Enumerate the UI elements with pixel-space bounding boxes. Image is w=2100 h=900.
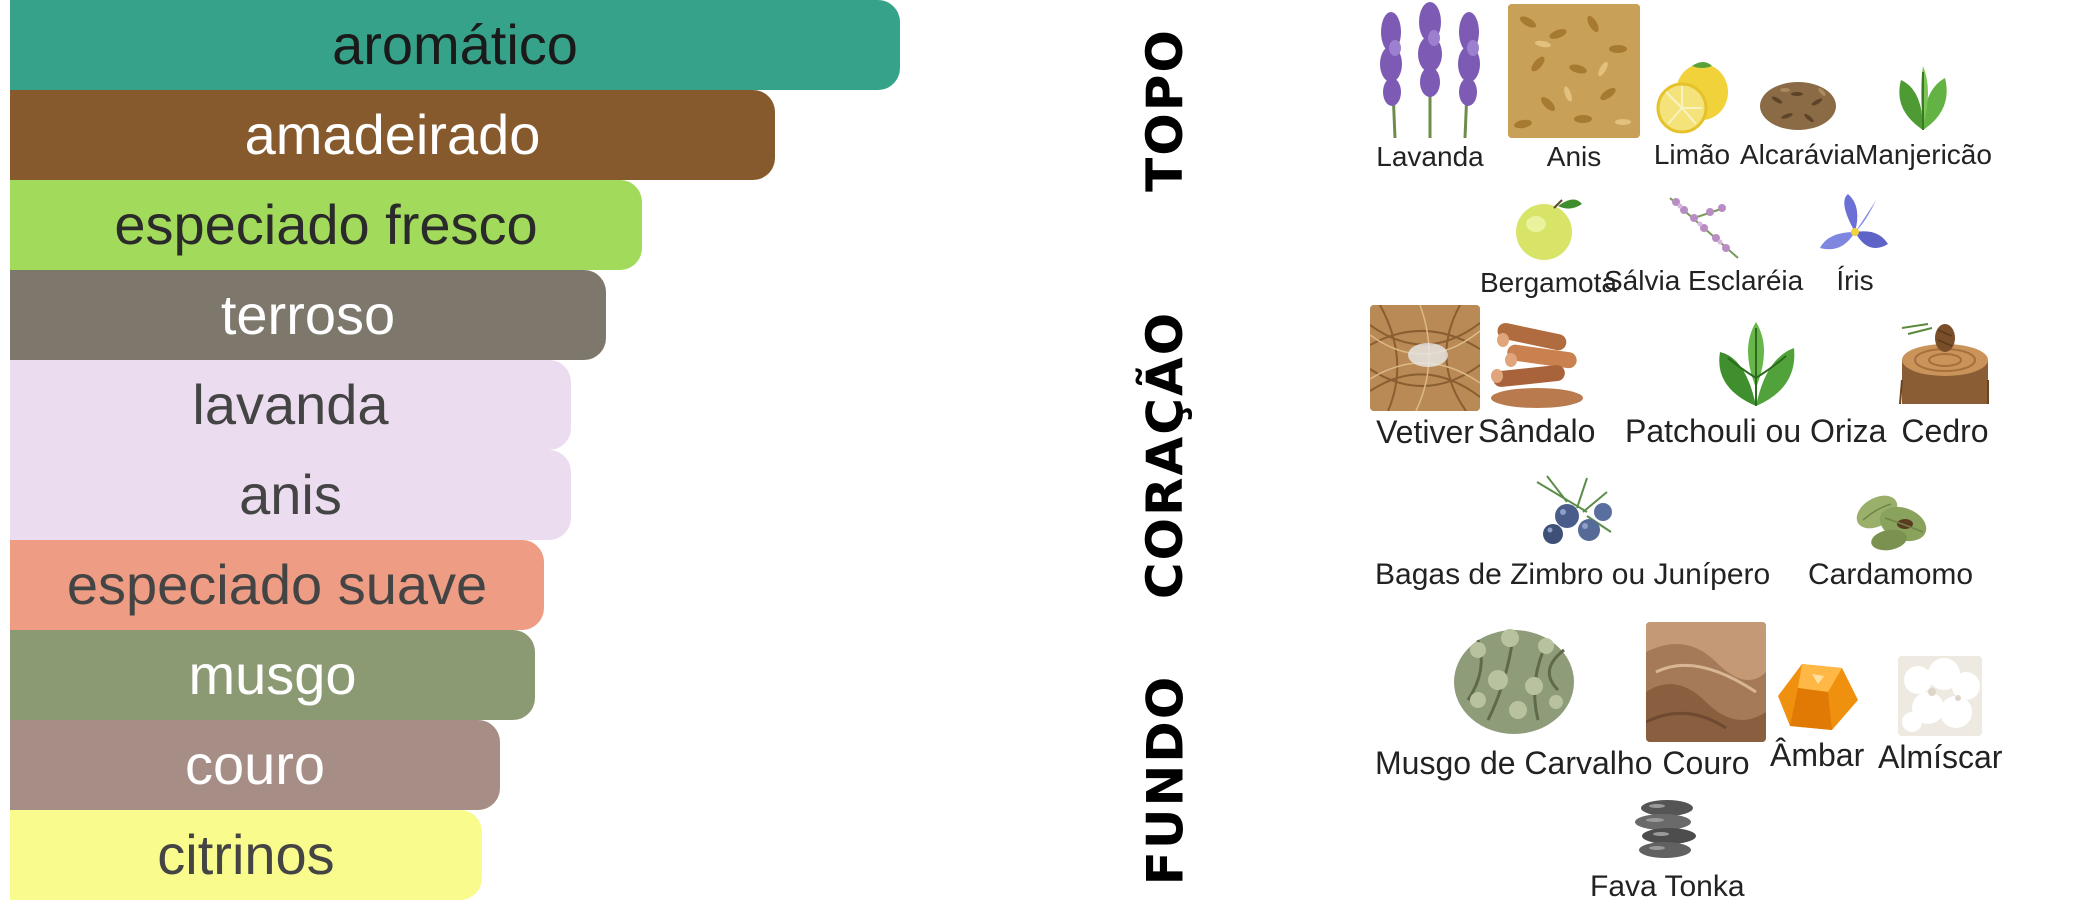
vetiver-icon xyxy=(1370,305,1480,411)
note-label: Manjericão xyxy=(1855,139,1992,170)
note-cardamomo[interactable]: Cardamomo xyxy=(1808,484,1973,591)
note-label: Bagas de Zimbro ou Junípero xyxy=(1375,558,1771,591)
note-ambar[interactable]: Âmbar xyxy=(1770,656,1864,773)
note-label: Anis xyxy=(1546,141,1602,172)
accords-chart: aromático amadeirado especiado fresco terro… xyxy=(10,0,910,900)
note-anis[interactable]: Anis xyxy=(1508,4,1640,173)
section-label-top-text: TOPO xyxy=(1136,28,1195,192)
accord-bar: citrinos xyxy=(10,810,482,900)
note-fava-tonka[interactable]: Fava Tonka xyxy=(1590,794,1745,900)
accord-label: citrinos xyxy=(157,823,335,886)
accord-label: terroso xyxy=(220,283,396,346)
section-label-heart: CORAÇÃO xyxy=(1120,305,1210,605)
patchouli-icon xyxy=(1710,318,1802,410)
amber-icon xyxy=(1772,656,1862,734)
note-label: Cedro xyxy=(1901,413,1989,449)
note-manjericao[interactable]: Manjericão xyxy=(1855,60,1992,171)
accord-label: aromático xyxy=(332,13,578,76)
accord-bar: lavanda xyxy=(10,360,571,450)
accord-bar: aromático xyxy=(10,0,900,90)
note-label: Sálvia Esclaréia xyxy=(1604,265,1804,296)
accord-label: amadeirado xyxy=(244,103,541,166)
note-vetiver[interactable]: Vetiver xyxy=(1370,305,1480,450)
note-musgo-carvalho[interactable]: Musgo de Carvalho xyxy=(1375,610,1652,781)
section-label-heart-text: CORAÇÃO xyxy=(1136,310,1195,600)
note-label: Bergamota xyxy=(1480,267,1617,298)
accord-bar: couro xyxy=(10,720,500,810)
lavender-icon xyxy=(1365,2,1495,138)
accord-bar: amadeirado xyxy=(10,90,775,180)
note-label: Cardamomo xyxy=(1808,558,1974,591)
basil-icon xyxy=(1883,60,1963,136)
note-label: Musgo de Carvalho xyxy=(1375,745,1653,781)
accord-label: couro xyxy=(184,733,326,796)
note-bergamota[interactable]: Bergamota xyxy=(1480,190,1617,299)
note-label: Alcarávia xyxy=(1740,139,1856,170)
section-label-base-text: FUNDO xyxy=(1136,674,1194,886)
bergamot-icon xyxy=(1508,190,1588,264)
section-label-base: FUNDO xyxy=(1120,665,1210,895)
note-zimbro[interactable]: Bagas de Zimbro ou Junípero xyxy=(1375,472,1770,591)
note-lavanda[interactable]: Lavanda xyxy=(1365,2,1495,173)
accord-bar: especiado suave xyxy=(10,540,544,630)
leather-icon xyxy=(1646,622,1766,742)
note-label: Âmbar xyxy=(1770,737,1865,773)
cardamom-icon xyxy=(1849,484,1933,554)
note-almiscar[interactable]: Almíscar xyxy=(1878,656,2002,775)
clary-sage-icon xyxy=(1664,194,1744,262)
note-label: Lavanda xyxy=(1376,141,1484,172)
note-label: Vetiver xyxy=(1376,414,1474,450)
accord-label: especiado fresco xyxy=(114,193,538,256)
anise-icon xyxy=(1508,4,1640,138)
note-label: Íris xyxy=(1836,265,1874,296)
juniper-berries-icon xyxy=(1527,472,1619,554)
iris-icon xyxy=(1818,192,1892,262)
note-salvia-esclareia[interactable]: Sálvia Esclaréia xyxy=(1604,194,1803,297)
note-sandalo[interactable]: Sândalo xyxy=(1478,318,1595,449)
note-iris[interactable]: Íris xyxy=(1818,192,1892,297)
tonka-bean-icon xyxy=(1627,794,1707,866)
note-label: Couro xyxy=(1662,745,1750,781)
note-label: Sândalo xyxy=(1478,413,1596,449)
section-label-top: TOPO xyxy=(1120,20,1210,200)
note-cedro[interactable]: Cedro xyxy=(1898,320,1992,449)
accord-bar: musgo xyxy=(10,630,535,720)
note-alcaravia[interactable]: Alcarávia xyxy=(1740,60,1855,171)
note-label: Fava Tonka xyxy=(1590,870,1745,900)
cedar-icon xyxy=(1898,320,1992,410)
accord-bar: especiado fresco xyxy=(10,180,642,270)
note-label: Almíscar xyxy=(1878,739,2003,775)
accord-bar: anis xyxy=(10,450,571,540)
note-limao[interactable]: Limão xyxy=(1652,56,1732,171)
note-couro[interactable]: Couro xyxy=(1646,622,1766,781)
note-patchouli[interactable]: Patchouli ou Oriza xyxy=(1625,318,1886,449)
accord-bar: terroso xyxy=(10,270,606,360)
accord-label: lavanda xyxy=(192,373,389,436)
note-label: Limão xyxy=(1653,139,1731,170)
sandalwood-icon xyxy=(1489,318,1585,410)
musk-icon xyxy=(1898,656,1983,736)
note-label: Patchouli ou Oriza xyxy=(1625,413,1887,449)
accord-label: anis xyxy=(239,463,342,526)
accord-label: musgo xyxy=(188,643,357,706)
caraway-icon xyxy=(1757,60,1839,136)
accord-label: especiado suave xyxy=(66,553,488,616)
oakmoss-icon xyxy=(1448,610,1580,742)
lemon-icon xyxy=(1652,56,1732,136)
